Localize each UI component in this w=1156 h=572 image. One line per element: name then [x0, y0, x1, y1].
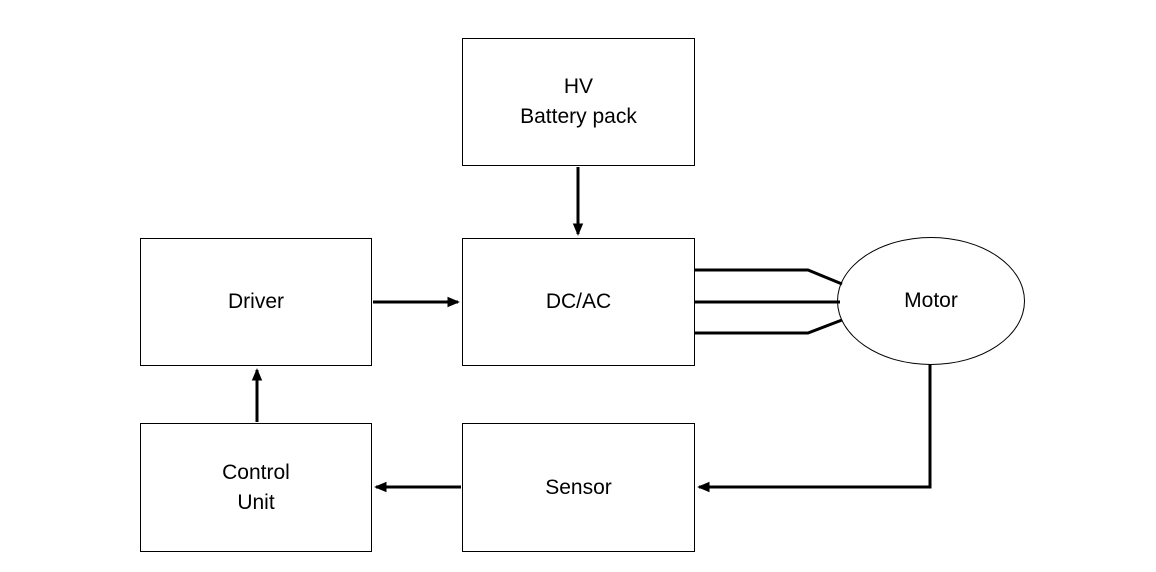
node-sensor-label: Sensor — [545, 475, 612, 499]
edge-motor-to-sensor — [697, 364, 932, 493]
node-control-unit: Control Unit — [140, 423, 372, 552]
node-motor: Motor — [837, 237, 1025, 365]
node-dc-ac-inverter-label: DC/AC — [545, 290, 612, 313]
node-motor-label: Motor — [904, 289, 958, 312]
node-sensor: Sensor — [462, 423, 695, 552]
node-hv-battery-pack-label: HV Battery pack — [520, 75, 637, 128]
edge-dcac-to-motor-phase-3 — [695, 318, 843, 335]
node-driver-label: Driver — [228, 290, 284, 313]
node-dc-ac-inverter: DC/AC — [462, 238, 695, 366]
node-driver: Driver — [140, 238, 372, 366]
node-control-unit-label: Control Unit — [222, 460, 290, 514]
node-hv-battery-pack: HV Battery pack — [462, 38, 695, 166]
edge-dcac-to-motor-phase-1 — [695, 268, 843, 286]
